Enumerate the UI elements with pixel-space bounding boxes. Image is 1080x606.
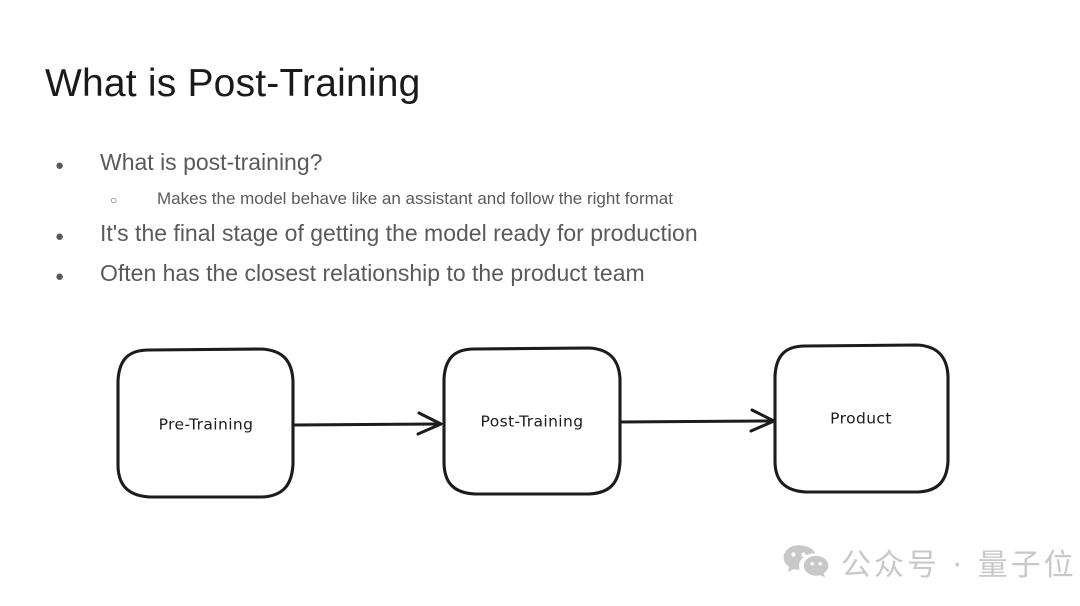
bullet-item-3: ● Often has the closest relationship to … xyxy=(55,255,1015,295)
bullet-marker-filled-icon: ● xyxy=(55,157,65,174)
bullet-text-3: Often has the closest relationship to th… xyxy=(100,260,645,286)
bullet-marker-filled-icon: ● xyxy=(55,228,65,245)
flow-edge-pre-to-post xyxy=(291,411,443,436)
flow-node-shape xyxy=(116,347,295,499)
bullet-item-2: ● It's the final stage of getting the mo… xyxy=(55,215,1015,255)
bullet-item-0: ● What is post-training? xyxy=(55,144,1015,184)
flow-node-label: Post-Training xyxy=(481,413,584,431)
bullet-marker-filled-icon: ● xyxy=(55,268,65,285)
wechat-icon xyxy=(783,545,829,578)
flow-edge-line xyxy=(291,422,440,427)
bullet-marker-hollow-icon: ○ xyxy=(110,193,118,207)
flow-node-pre-training: Pre-Training xyxy=(116,347,295,499)
flow-edge-line xyxy=(618,419,773,424)
flow-node-shape xyxy=(442,346,622,496)
bullet-text-1: Makes the model behave like an assistant… xyxy=(157,189,673,208)
flow-node-post-training: Post-Training xyxy=(442,346,622,496)
bullet-text-0: What is post-training? xyxy=(100,149,323,175)
flow-node-label: Product xyxy=(830,410,892,428)
flow-node-shape xyxy=(773,343,950,494)
bullet-text-2: It's the final stage of getting the mode… xyxy=(100,220,698,246)
bullet-item-1: ○ Makes the model behave like an assista… xyxy=(55,184,1015,215)
flow-edge-post-to-product xyxy=(618,408,776,433)
page-title: What is Post-Training xyxy=(45,62,421,105)
bullet-list: ● What is post-training? ○ Makes the mod… xyxy=(55,144,1015,295)
flow-node-label: Pre-Training xyxy=(159,416,254,434)
flow-edge-arrowhead-icon xyxy=(416,411,443,436)
flow-edge-arrowhead-icon xyxy=(749,408,776,433)
flow-node-product: Product xyxy=(773,343,950,494)
watermark-text: 公众号 · 量子位 xyxy=(841,548,1077,583)
watermark: 公众号 · 量子位 xyxy=(783,540,1077,584)
